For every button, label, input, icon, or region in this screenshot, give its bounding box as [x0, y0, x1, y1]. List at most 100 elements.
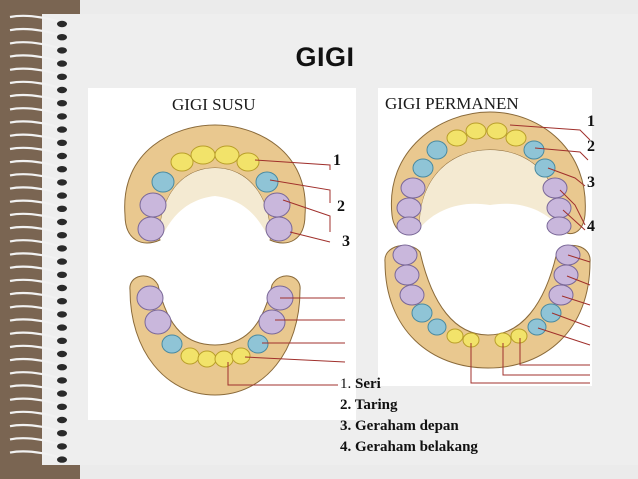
primary-molar — [265, 216, 293, 242]
right-number-3: 3 — [587, 174, 595, 191]
ring-hole-icon — [57, 20, 67, 28]
primary-molar — [144, 309, 172, 335]
permanent-molar — [546, 197, 572, 219]
ring-hole-icon — [57, 179, 67, 186]
permanent-incisor — [446, 328, 464, 344]
ring-hole-icon — [57, 337, 67, 344]
primary-molar — [136, 285, 164, 311]
ring-hole-icon — [57, 139, 67, 146]
ring-hole-icon — [57, 364, 67, 371]
ring-hole-icon — [57, 324, 67, 331]
permanent-premolar — [534, 158, 556, 178]
permanent-incisor — [446, 129, 468, 147]
teeth-legend: 1. Seri 2. Taring 3. Geraham depan 4. Ge… — [340, 374, 478, 458]
legend-item-4: 4. Geraham belakang — [340, 439, 478, 455]
ring-hole-icon — [57, 34, 67, 41]
ring-hole-icon — [57, 152, 67, 160]
permanent-molar — [400, 177, 426, 199]
legend-item-2: 2. Taring — [340, 397, 398, 413]
primary-molar — [258, 309, 286, 335]
ring-hole-icon — [57, 284, 67, 292]
ring-hole-icon — [57, 350, 67, 358]
permanent-molar — [546, 216, 572, 236]
ring-hole-icon — [57, 86, 67, 94]
ring-hole-icon — [57, 416, 67, 424]
primary-incisor — [190, 145, 216, 165]
ring-hole-icon — [57, 456, 67, 463]
legend-item-1-text: Seri — [355, 376, 381, 392]
ring-hole-icon — [57, 443, 67, 450]
ring-hole-icon — [57, 218, 67, 226]
primary-canine — [247, 334, 269, 354]
permanent-premolar — [540, 303, 562, 323]
ring-hole-icon — [57, 73, 67, 81]
primary-lower-arch — [129, 275, 301, 396]
ring-hole-icon — [57, 192, 67, 199]
leader-lines — [227, 124, 591, 386]
permanent-incisor — [510, 328, 528, 344]
ring-hole-icon — [57, 166, 67, 173]
permanent-lower-arch — [384, 244, 591, 369]
primary-canine — [151, 171, 175, 193]
ring-hole-icon — [57, 113, 67, 120]
primary-incisor — [170, 152, 194, 172]
permanent-incisor — [486, 122, 508, 140]
permanent-molar — [399, 284, 425, 306]
primary-teeth-label: GIGI SUSU — [172, 95, 256, 114]
ring-hole-icon — [57, 245, 67, 252]
right-number-2: 2 — [587, 138, 595, 155]
right-number-1: 1 — [587, 113, 595, 130]
permanent-molar — [548, 284, 574, 306]
ring-hole-icon — [57, 232, 67, 239]
primary-upper-arch — [124, 124, 306, 244]
left-number-2: 2 — [337, 198, 345, 215]
permanent-molar — [392, 244, 418, 266]
right-number-4: 4 — [587, 218, 595, 235]
primary-canine — [255, 171, 279, 193]
ring-hole-icon — [57, 390, 67, 397]
ring-hole-icon — [57, 60, 67, 67]
primary-incisor — [231, 347, 251, 365]
ring-hole-icon — [57, 403, 67, 410]
primary-molar — [263, 192, 291, 218]
primary-incisor — [214, 145, 240, 165]
permanent-incisor — [505, 129, 527, 147]
ring-hole-icon — [57, 258, 67, 265]
primary-incisor — [214, 350, 234, 368]
primary-molar — [139, 192, 167, 218]
spiral-rings — [9, 14, 67, 463]
left-number-3: 3 — [342, 233, 350, 250]
primary-incisor — [180, 347, 200, 365]
ring-hole-icon — [57, 311, 67, 318]
legend-item-1: 1. Seri — [340, 374, 478, 395]
permanent-molar — [542, 177, 568, 199]
permanent-upper-arch — [390, 111, 586, 236]
legend-item-3: 3. Geraham depan — [340, 418, 459, 434]
permanent-canine — [527, 318, 547, 336]
ring-hole-icon — [57, 47, 67, 54]
permanent-canine — [523, 140, 545, 160]
permanent-incisor — [465, 122, 487, 140]
permanent-molar — [553, 264, 579, 286]
ring-hole-icon — [57, 100, 67, 107]
permanent-molar — [396, 216, 422, 236]
permanent-molar — [396, 197, 422, 219]
ring-hole-icon — [57, 205, 67, 212]
ring-hole-icon — [57, 271, 67, 278]
ring-hole-icon — [57, 298, 67, 305]
ring-hole-icon — [57, 126, 67, 133]
page-title: GIGI — [295, 42, 355, 72]
ring-hole-icon — [57, 377, 67, 384]
primary-incisor — [236, 152, 260, 172]
permanent-premolar — [411, 303, 433, 323]
permanent-teeth-label: GIGI PERMANEN — [385, 94, 519, 113]
left-number-1: 1 — [333, 152, 341, 169]
legend-item-1-number: 1. — [340, 376, 352, 392]
permanent-molar — [394, 264, 420, 286]
primary-molar — [137, 216, 165, 242]
permanent-canine — [426, 140, 448, 160]
ring-hole-icon — [57, 430, 67, 437]
primary-canine — [161, 334, 183, 354]
permanent-premolar — [412, 158, 434, 178]
primary-incisor — [197, 350, 217, 368]
